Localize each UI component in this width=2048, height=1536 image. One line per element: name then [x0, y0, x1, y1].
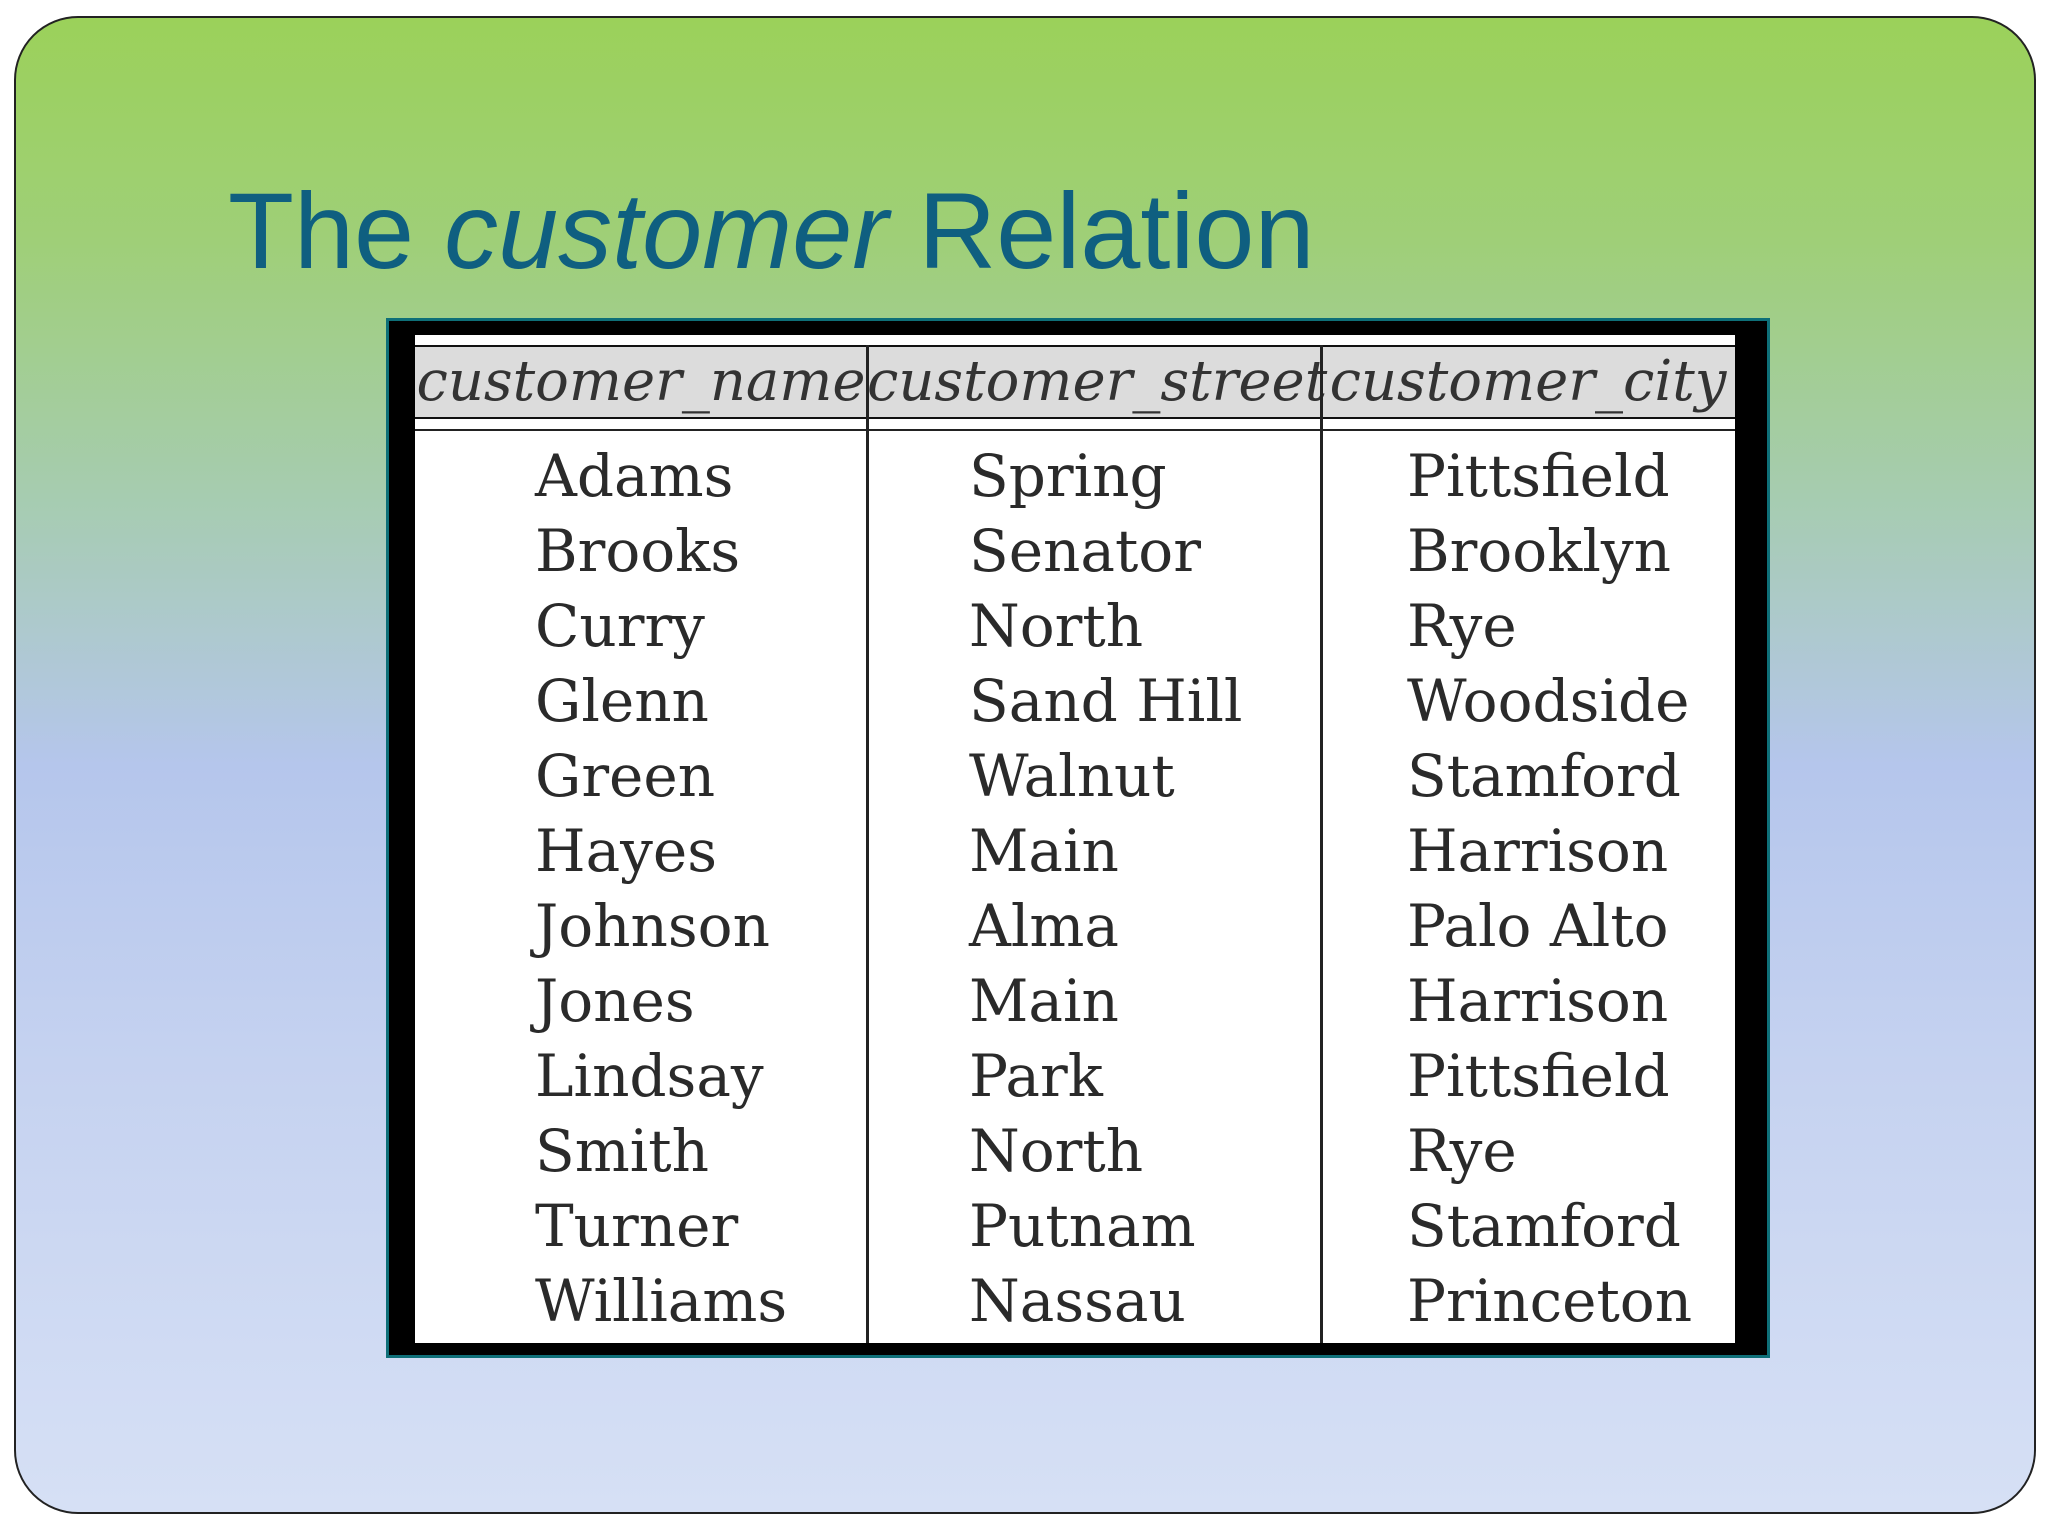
title-suffix: Relation [888, 170, 1315, 291]
table-cell-customer-city: Brooklyn [1407, 517, 1672, 585]
column-header-customer-name: customer_name [416, 349, 866, 414]
table-cell-customer-city: Harrison [1407, 967, 1669, 1035]
table-cell-customer-name: Glenn [535, 667, 709, 735]
table-cell-customer-city: Woodside [1407, 667, 1690, 735]
table-cell-customer-city: Stamford [1407, 1192, 1681, 1260]
table-cell-customer-name: Adams [535, 442, 734, 510]
table-cell-customer-street: Senator [969, 517, 1201, 585]
table-cell-customer-street: North [969, 592, 1144, 660]
table-cell-customer-street: Park [969, 1042, 1103, 1110]
table-cell-customer-street: Putnam [969, 1192, 1196, 1260]
table-cell-customer-city: Rye [1407, 1117, 1517, 1185]
table-cell-customer-name: Hayes [535, 817, 718, 885]
table-cell-customer-street: Sand Hill [969, 667, 1243, 735]
table-cell-customer-city: Harrison [1407, 817, 1669, 885]
table-cell-customer-name: Johnson [535, 892, 770, 960]
table-cell-customer-name: Turner [535, 1192, 739, 1260]
column-header-customer-city: customer_city [1329, 349, 1727, 414]
table-cell-customer-name: Jones [535, 967, 695, 1035]
table-cell-customer-name: Curry [535, 592, 705, 660]
title-prefix: The [228, 170, 445, 291]
column-header-customer-street: customer_street [867, 349, 1328, 414]
table-cell-customer-name: Green [535, 742, 716, 810]
table-cell-customer-street: Spring [969, 442, 1167, 510]
table-cell-customer-street: Alma [969, 892, 1120, 960]
column-divider [1320, 345, 1323, 1343]
table-cell-customer-city: Pittsfield [1407, 1042, 1670, 1110]
slide-title: The customer Relation [228, 168, 1315, 293]
table-cell-customer-name: Smith [535, 1117, 709, 1185]
table-cell-customer-city: Princeton [1407, 1267, 1693, 1335]
table-cell-customer-street: Nassau [969, 1267, 1186, 1335]
table-cell-customer-street: Walnut [969, 742, 1175, 810]
table-cell-customer-city: Rye [1407, 592, 1517, 660]
table-cell-customer-name: Williams [535, 1267, 788, 1335]
title-italic: customer [444, 170, 889, 291]
table-cell-customer-name: Brooks [535, 517, 741, 585]
table-cell-customer-city: Pittsfield [1407, 442, 1670, 510]
table-cell-customer-city: Palo Alto [1407, 892, 1669, 960]
table-cell-customer-name: Lindsay [535, 1042, 764, 1110]
table-cell-customer-city: Stamford [1407, 742, 1681, 810]
column-divider [866, 345, 869, 1343]
table-cell-customer-street: Main [969, 817, 1119, 885]
header-separator [415, 429, 1735, 431]
table-cell-customer-street: North [969, 1117, 1144, 1185]
table-cell-customer-street: Main [969, 967, 1119, 1035]
